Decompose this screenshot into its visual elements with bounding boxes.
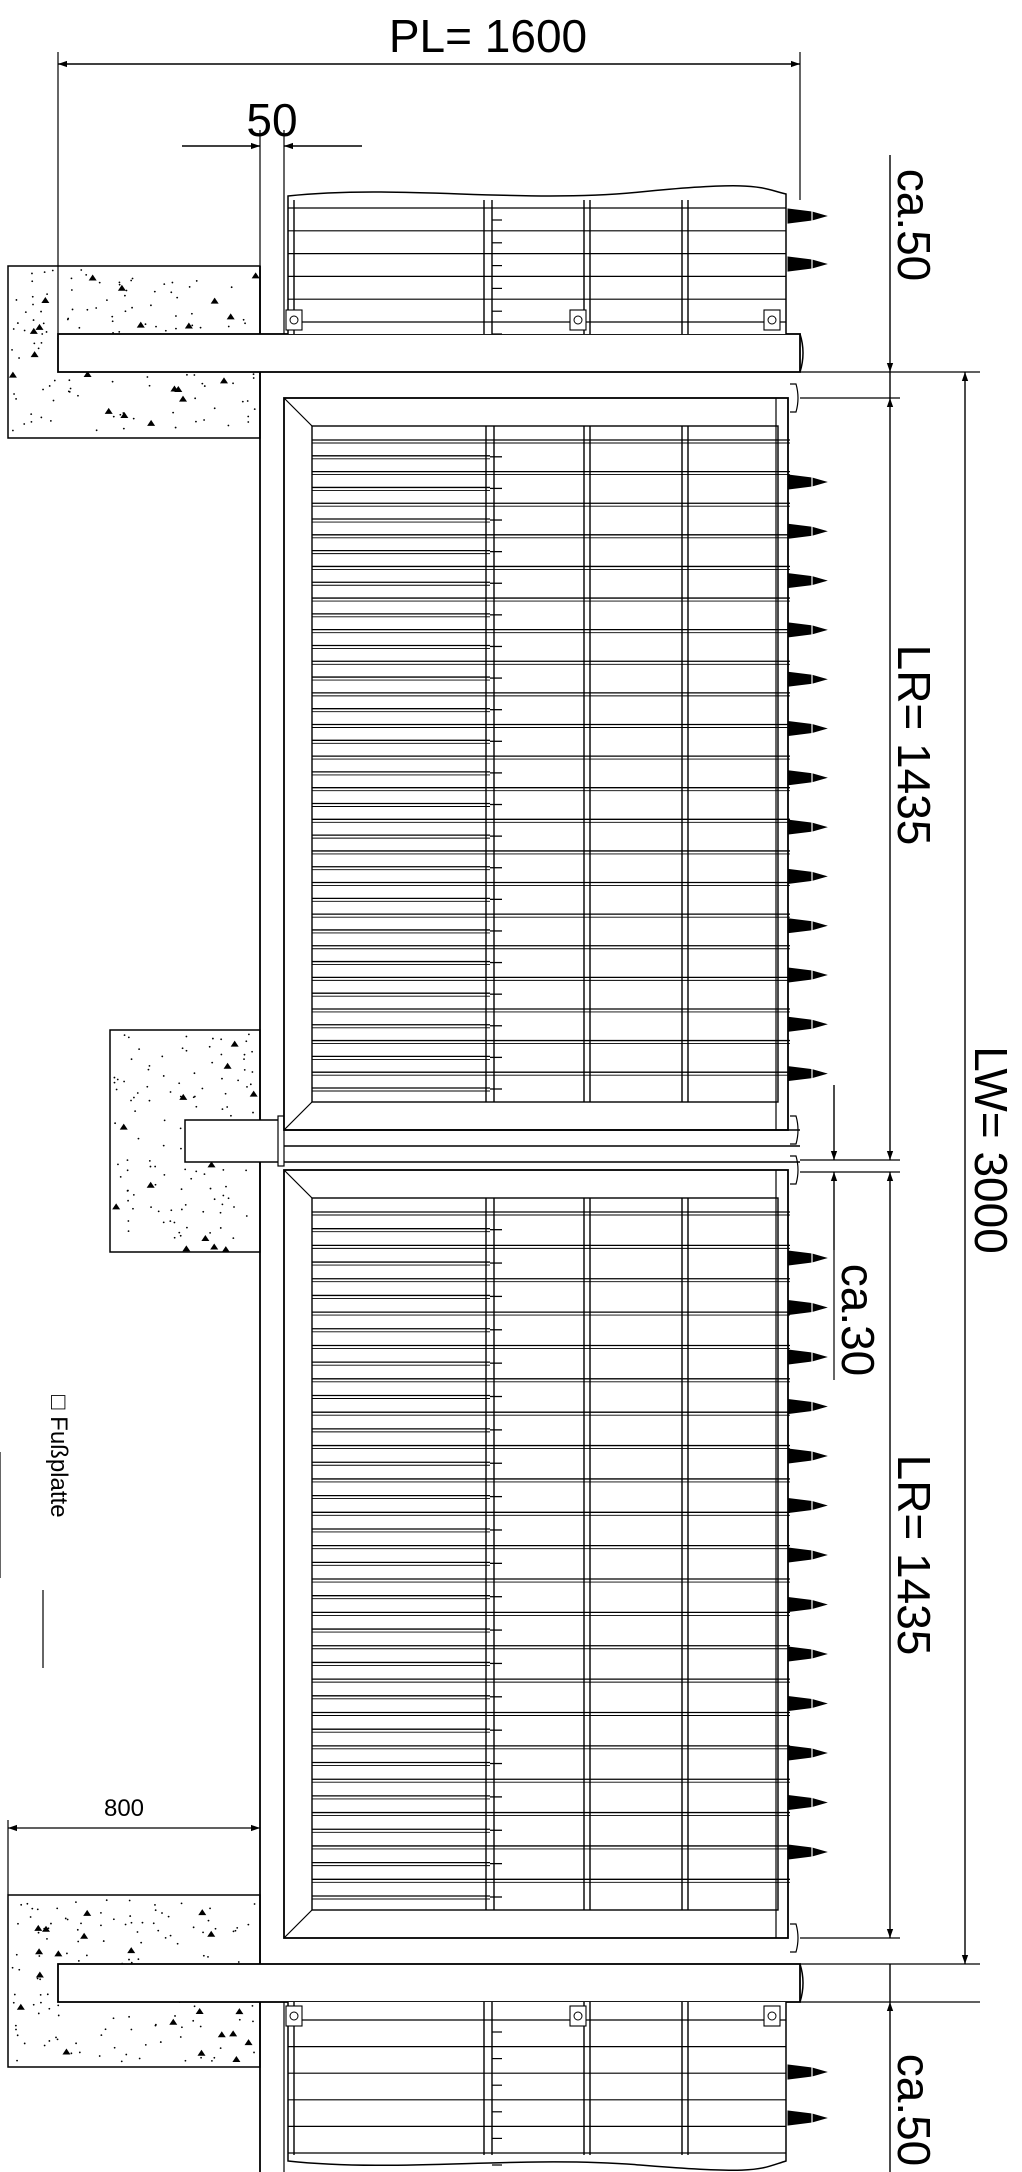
dimension-post: 50 — [182, 94, 362, 266]
dimension-lr-upper-label: LR= 1435 — [888, 645, 940, 846]
post-bottom — [57, 1963, 804, 2003]
spear-tips — [787, 207, 828, 2127]
spear-tip — [787, 1844, 828, 1860]
dimension-ca50-top-label: ca.50 — [888, 169, 940, 282]
dimension-post-label: 50 — [246, 94, 297, 146]
dimension-lw-label: LW= 3000 — [965, 1046, 1017, 1254]
spear-tip — [787, 1646, 828, 1662]
spear-tip — [787, 967, 828, 983]
dimension-lw: LW= 3000 — [800, 372, 1017, 1965]
spear-tip — [787, 573, 828, 589]
spear-tip — [787, 1745, 828, 1761]
fence-outline — [287, 185, 787, 334]
spear-tip — [787, 2110, 828, 2126]
spear-tip — [787, 208, 828, 224]
spear-tip — [787, 2064, 828, 2080]
gate-leaf-upper — [283, 383, 800, 1147]
spear-tip — [787, 1398, 828, 1415]
fence-section-top — [285, 185, 787, 335]
spear-tip — [787, 770, 828, 786]
dimension-ca30-label: ca.30 — [832, 1264, 884, 1377]
spear-tip — [787, 918, 828, 934]
spear-tip — [787, 1016, 828, 1032]
foot-plate-label: □ Fußplatte — [45, 1395, 72, 1518]
spear-tip — [787, 1794, 828, 1811]
spear-tip — [787, 1695, 828, 1712]
spear-tip — [787, 622, 828, 638]
spear-tip — [787, 819, 828, 835]
spear-tip — [787, 1250, 828, 1266]
dimension-lr-lower: LR= 1435 — [800, 1172, 940, 1939]
spear-tip — [787, 1448, 828, 1464]
dimension-lr-lower-label: LR= 1435 — [888, 1455, 940, 1656]
dimension-foundation-label: 800 — [104, 1795, 144, 1822]
foot-plate-note: □ Fußplatte — [0, 1395, 72, 1668]
spear-tip — [787, 1299, 828, 1316]
spear-tip — [787, 720, 828, 737]
spear-tip — [787, 256, 828, 272]
dimension-ca30: ca.30 — [800, 1085, 900, 1380]
dimension-ca50-bottom: ca.50 — [800, 1964, 980, 2172]
spear-tip — [787, 868, 828, 884]
dimension-ca50-top: ca.50 — [800, 155, 980, 398]
dimension-pl: PL= 1600 — [57, 10, 801, 334]
spear-tip — [787, 1547, 828, 1563]
dimension-lr-upper: LR= 1435 — [800, 397, 940, 1161]
spear-tip — [787, 1349, 828, 1365]
post-top — [57, 333, 804, 373]
spear-tip — [787, 671, 828, 687]
fence-outline — [287, 2002, 787, 2171]
fence-section-bottom — [285, 2002, 787, 2171]
gate-leaf-lower — [283, 1155, 800, 1953]
spear-tip — [787, 1066, 828, 1082]
gate-stop — [184, 1115, 285, 1167]
dimension-pl-label: PL= 1600 — [389, 10, 587, 62]
dimension-ca50-bottom-label: ca.50 — [888, 2054, 940, 2167]
leaf-frame — [283, 1169, 789, 1939]
concrete-texture-middle — [112, 1033, 258, 1253]
dimension-foundation: 800 — [7, 1795, 260, 1895]
leaf-frame — [283, 397, 789, 1131]
spear-tip — [787, 523, 828, 539]
spear-tip — [787, 1497, 828, 1514]
spear-tip — [787, 1596, 828, 1613]
spear-tip — [787, 474, 828, 490]
